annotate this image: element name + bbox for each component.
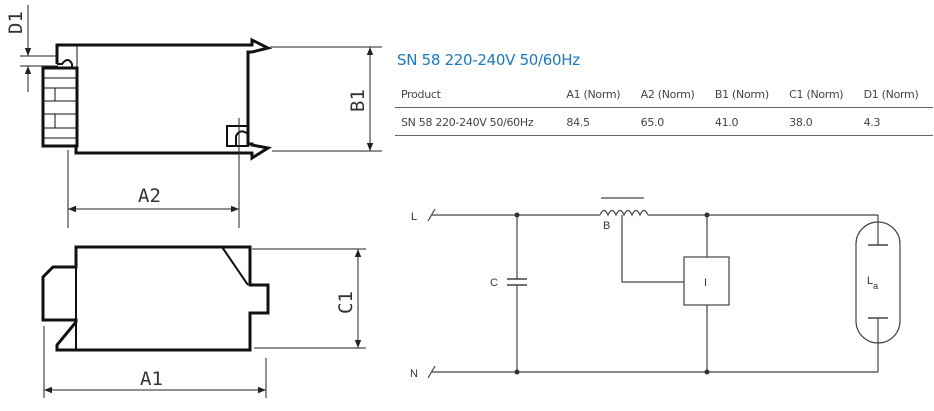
table-header-row: Product A1 (Norm) A2 (Norm) B1 (Norm) C1… [395,85,933,108]
cell-c1: 38.0 [783,107,858,136]
b1-label: B1 [347,89,369,112]
col-b1: B1 (Norm) [708,85,784,108]
capacitor-label: C [490,277,498,289]
col-c1: C1 (Norm) [783,85,858,108]
junction-dots [514,212,710,375]
c1-label: C1 [335,291,357,314]
cell-d1: 4.3 [857,107,933,136]
ignitor-box [683,256,730,306]
col-product: Product [395,85,561,108]
neutral-label: N [410,368,418,380]
terminal-block-lines [43,45,78,153]
terminal-l-icon [427,208,436,222]
a2-label: A2 [138,185,161,207]
product-title: SN 58 220-240V 50/60Hz [397,51,580,69]
d1-dimension [20,5,58,92]
lamp-label: La [867,275,878,291]
circuit-diagram [427,197,901,379]
col-a1: A1 (Norm) [560,85,635,108]
d1-label: D1 [5,11,27,34]
a1-label: A1 [140,368,163,390]
a2-dimension [67,118,240,228]
cell-a1: 84.5 [560,107,635,136]
a1-dimension [43,326,267,398]
cell-product: SN 58 220-240V 50/60Hz [395,107,561,136]
c1-dimension [252,248,366,349]
terminal-n-icon [427,365,436,379]
cell-b1: 41.0 [708,107,784,136]
line-label: L [411,211,417,223]
dimensions-table: Product A1 (Norm) A2 (Norm) B1 (Norm) C1… [395,85,933,136]
cell-a2: 65.0 [634,107,709,136]
ignitor-label: I [704,277,707,289]
inductor-coil [599,209,649,217]
table-row: SN 58 220-240V 50/60Hz 84.5 65.0 41.0 38… [395,107,933,136]
col-a2: A2 (Norm) [634,85,709,108]
col-d1: D1 (Norm) [857,85,933,108]
b1-dimension [270,46,382,152]
ballast-side-view [41,245,270,352]
ballast-label: B [603,220,610,232]
